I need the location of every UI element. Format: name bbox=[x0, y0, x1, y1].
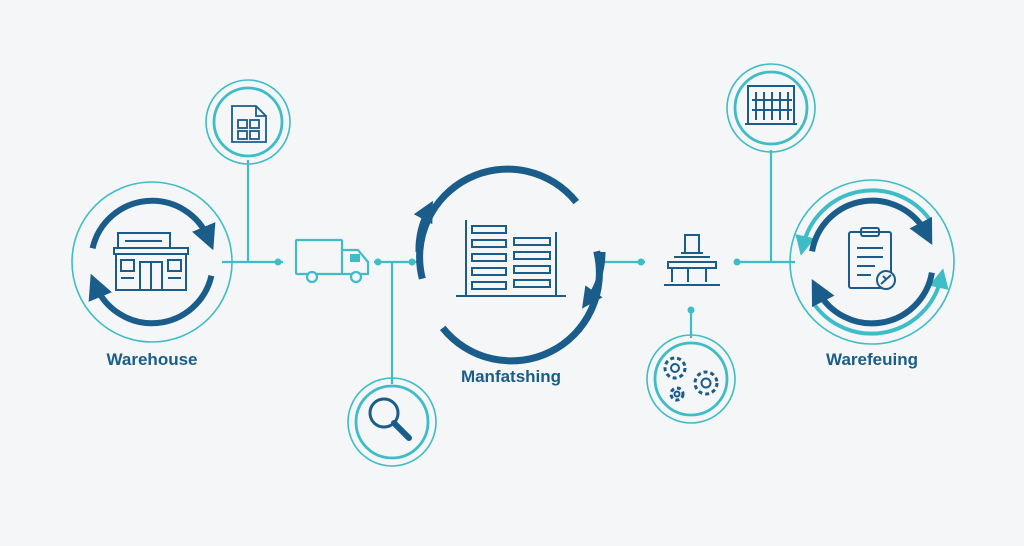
manufacturing-cycle-arrow-right bbox=[582, 251, 606, 309]
document-outer-ring bbox=[205, 79, 291, 165]
magnifying-glass-icon bbox=[368, 397, 412, 441]
building-inner-ring bbox=[733, 70, 809, 146]
clipboard-check-icon bbox=[848, 227, 896, 290]
connector-dot bbox=[637, 258, 645, 266]
warefeuing-node bbox=[789, 179, 955, 345]
gears-satellite bbox=[646, 334, 736, 424]
gears-inner-ring bbox=[653, 341, 729, 417]
document-boxes-satellite bbox=[205, 79, 291, 165]
server-rack-icon bbox=[456, 220, 566, 297]
warefeuing-outer-ring bbox=[789, 179, 955, 345]
conveyor-machine-icon bbox=[664, 234, 720, 286]
search-inner-ring bbox=[354, 384, 430, 460]
connector-dots bbox=[274, 258, 741, 314]
connector-dot bbox=[274, 258, 282, 266]
gears-outer-ring bbox=[646, 334, 736, 424]
warehouse-building-icon bbox=[113, 232, 189, 291]
document-boxes-icon bbox=[231, 105, 267, 143]
connector-dot bbox=[408, 258, 416, 266]
manufacturing-cycle-arc-top bbox=[416, 165, 580, 280]
search-outer-ring bbox=[347, 377, 437, 467]
warefeuing-outer-arrow-top bbox=[795, 188, 932, 256]
gears-hubs bbox=[670, 363, 712, 398]
warehouse-outer-ring bbox=[71, 181, 233, 343]
warefeuing-label: Warefeuing bbox=[826, 350, 918, 369]
warefeuing-outer-arrow-bottom bbox=[812, 268, 949, 336]
manufacturing-label: Manfatshing bbox=[460, 367, 562, 386]
warehouse-label: Warehouse bbox=[106, 350, 198, 369]
warefeuing-cycle-arrow-top bbox=[809, 197, 933, 252]
manufacturing-cycle-arrow-left bbox=[413, 200, 433, 253]
warehouse-cycle-arrow-top bbox=[89, 197, 216, 251]
search-satellite bbox=[347, 377, 437, 467]
manufacturing-node bbox=[413, 165, 606, 365]
building-outer-ring bbox=[726, 63, 816, 153]
connector-dot bbox=[733, 258, 741, 266]
gears-icon bbox=[663, 356, 719, 402]
warehouse-node bbox=[71, 181, 233, 343]
connector-dot bbox=[687, 306, 695, 314]
building-grid-satellite bbox=[726, 63, 816, 153]
document-inner-ring bbox=[212, 86, 284, 158]
building-grid-icon bbox=[745, 85, 797, 125]
warehouse-cycle-arrow-bottom bbox=[88, 273, 215, 327]
connector-dot bbox=[374, 258, 382, 266]
delivery-truck-icon bbox=[294, 238, 370, 284]
warefeuing-cycle-arrow-bottom bbox=[811, 272, 935, 327]
